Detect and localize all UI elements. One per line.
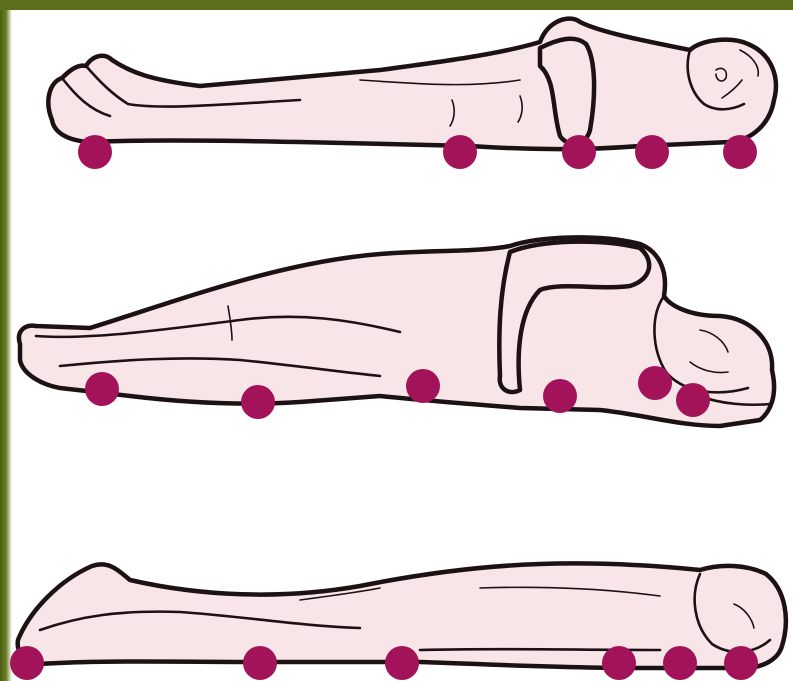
supine-pressure-point-4 xyxy=(635,135,669,169)
prone-pressure-point-3 xyxy=(385,646,419,680)
lateral-pressure-point-2 xyxy=(241,385,275,419)
lateral-pressure-point-5 xyxy=(638,366,672,400)
prone-pressure-point-1 xyxy=(10,646,44,680)
supine-pressure-point-2 xyxy=(443,135,477,169)
lateral-pressure-point-6 xyxy=(676,383,710,417)
lateral-pressure-point-3 xyxy=(406,369,440,403)
lateral-pressure-point-4 xyxy=(543,379,577,413)
prone-pressure-point-2 xyxy=(243,646,277,680)
prone-pressure-point-4 xyxy=(602,646,636,680)
prone-pressure-point-6 xyxy=(724,646,758,680)
prone-pressure-point-5 xyxy=(663,646,697,680)
supine-pressure-point-5 xyxy=(723,135,757,169)
supine-pressure-point-3 xyxy=(562,135,596,169)
supine-pressure-point-1 xyxy=(78,135,112,169)
lateral-pressure-point-1 xyxy=(85,372,119,406)
supine-figure xyxy=(48,19,776,149)
